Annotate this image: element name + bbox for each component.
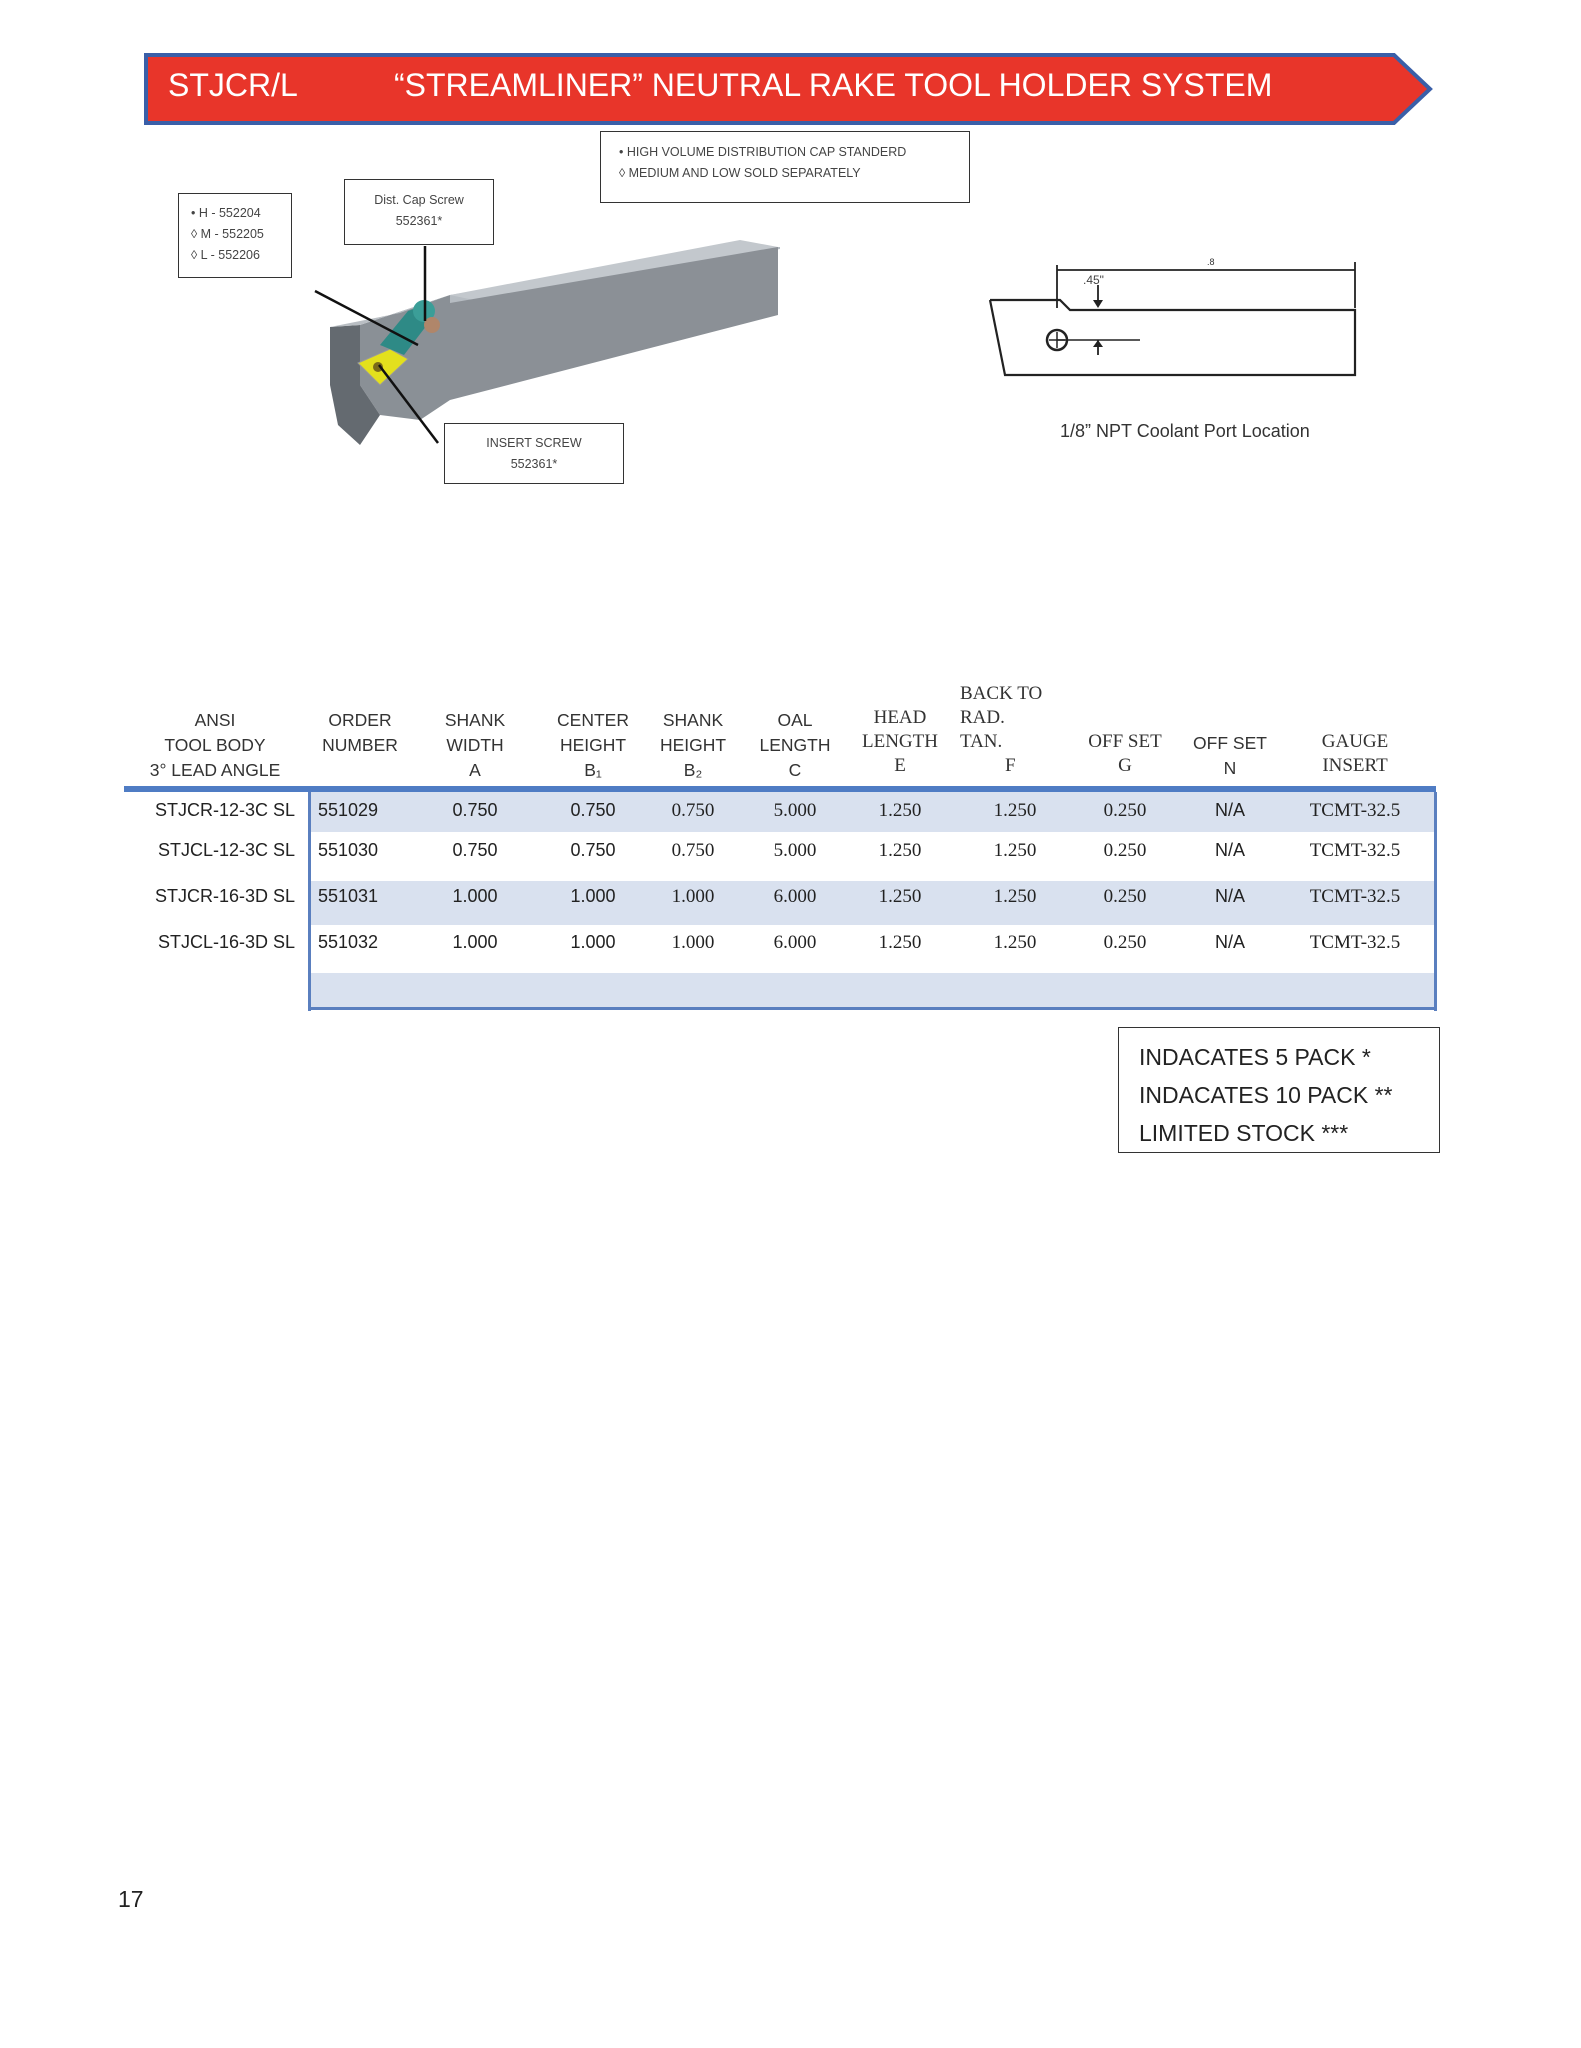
legend-line: INDACATES 5 PACK * <box>1139 1044 1371 1070</box>
table-cell: 1.000 <box>570 886 616 906</box>
cap-part-line: ◊ M - 552205 <box>191 227 264 241</box>
table-cell: 1.000 <box>452 932 498 952</box>
banner-arrow-shape <box>144 53 1433 125</box>
table-cell: 0.750 <box>452 800 498 820</box>
legend-box: INDACATES 5 PACK * INDACATES 10 PACK ** … <box>1118 1027 1440 1153</box>
cap-note-box: • HIGH VOLUME DISTRIBUTION CAP STANDERD … <box>600 131 970 203</box>
tool-holder-illustration <box>314 240 780 445</box>
row-stripe <box>310 973 1436 1008</box>
table-cell: N/A <box>1214 800 1245 820</box>
cap-note-line: ◊ MEDIUM AND LOW SOLD SEPARATELY <box>619 166 861 180</box>
dist-cap-screw-box: Dist. Cap Screw 552361* <box>344 179 494 245</box>
table-cell: 6.000 <box>773 932 817 953</box>
table-cell: N/A <box>1214 840 1245 860</box>
table-cell-tool-body: STJCR-12-3C SL <box>154 800 295 820</box>
table-cell: 551030 <box>318 840 379 860</box>
table-cell: TCMT-32.5 <box>1309 932 1401 953</box>
dist-cap-screw-label: Dist. Cap Screw <box>374 193 464 207</box>
table-cell: 6.000 <box>773 886 817 907</box>
legend-line: LIMITED STOCK *** <box>1139 1120 1349 1146</box>
product-code: STJCR/L <box>168 67 298 103</box>
table-cell: TCMT-32.5 <box>1309 886 1401 907</box>
table-cell: 1.000 <box>671 886 715 907</box>
table-cell: 1.000 <box>570 932 616 952</box>
table-header-rule <box>124 786 1436 792</box>
insert-screw-box: INSERT SCREW 552361* <box>444 423 624 484</box>
row-stripe <box>310 792 1436 832</box>
table-cell: 5.000 <box>773 800 817 821</box>
table-cell: TCMT-32.5 <box>1309 840 1401 861</box>
table-cell: 1.000 <box>671 932 715 953</box>
table-cell: 1.250 <box>993 840 1037 861</box>
table-cell: 551029 <box>318 800 379 820</box>
table-cell: N/A <box>1214 886 1245 906</box>
table-cell: 0.250 <box>1103 840 1147 861</box>
table-cell: 0.250 <box>1103 886 1147 907</box>
row-stripe <box>310 881 1436 925</box>
table-cell: N/A <box>1214 932 1245 952</box>
page-title: “STREAMLINER” NEUTRAL RAKE TOOL HOLDER S… <box>394 67 1273 103</box>
table-cell: 1.250 <box>878 840 922 861</box>
table-cell-tool-body: STJCR-16-3D SL <box>154 886 295 906</box>
table-cell: 5.000 <box>773 840 817 861</box>
table-cell: 551032 <box>318 932 379 952</box>
table-cell: 1.250 <box>878 886 922 907</box>
cap-parts-box: • H - 552204 ◊ M - 552205 ◊ L - 552206 <box>178 193 292 278</box>
table-cell: 0.750 <box>671 800 715 821</box>
table-cell: 1.250 <box>993 932 1037 953</box>
table-cell: 0.750 <box>671 840 715 861</box>
table-cell: 0.750 <box>452 840 498 860</box>
legend-line: INDACATES 10 PACK ** <box>1139 1082 1393 1108</box>
table-cell: 1.250 <box>878 932 922 953</box>
table-cell-tool-body: STJCL-12-3C SL <box>157 840 295 860</box>
table-cell: 1.000 <box>452 886 498 906</box>
table-cell: 0.250 <box>1103 932 1147 953</box>
table-cell: 0.750 <box>570 800 616 820</box>
table-bottom-border <box>308 1007 1437 1010</box>
dim-top-label: .8 <box>1207 257 1215 267</box>
table-cell-tool-body: STJCL-16-3D SL <box>157 932 295 952</box>
table-cell: 0.250 <box>1103 800 1147 821</box>
table-cell: 1.250 <box>993 800 1037 821</box>
table-left-border <box>308 792 311 1011</box>
insert-screw-part: 552361* <box>510 457 558 471</box>
coolant-port-diagram: .8 .45" <box>988 257 1357 377</box>
dist-cap-screw-part: 552361* <box>395 214 443 228</box>
table-cell: 1.250 <box>993 886 1037 907</box>
cap-part-line: • H - 552204 <box>191 206 261 220</box>
coolant-port-caption: 1/8” NPT Coolant Port Location <box>1060 421 1310 441</box>
dim-offset-label: .45" <box>1083 273 1104 287</box>
header-banner: STJCR/L “STREAMLINER” NEUTRAL RAKE TOOL … <box>144 53 1434 125</box>
table-cell: 1.250 <box>878 800 922 821</box>
insert-screw-label: INSERT SCREW <box>486 436 582 450</box>
cap-note-line: • HIGH VOLUME DISTRIBUTION CAP STANDERD <box>619 145 907 159</box>
page-number: 17 <box>118 1886 144 1912</box>
cap-part-line: ◊ L - 552206 <box>191 248 260 262</box>
table-cell: 0.750 <box>570 840 616 860</box>
table-cell: 551031 <box>318 886 379 906</box>
table-cell: TCMT-32.5 <box>1309 800 1401 821</box>
table-right-border <box>1434 792 1437 1011</box>
